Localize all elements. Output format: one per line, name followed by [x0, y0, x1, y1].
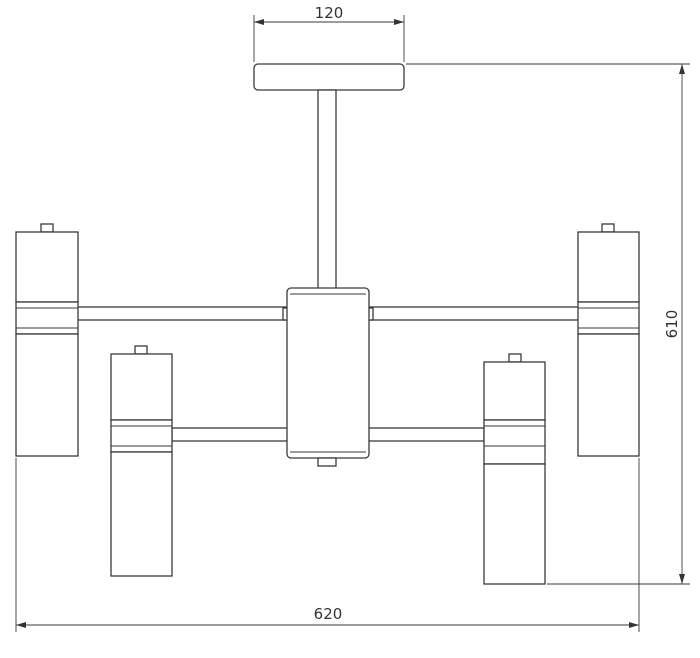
total-height-label: 610	[663, 310, 681, 339]
dimension-canopy-width: 120	[253, 4, 405, 62]
suspension-rod	[317, 89, 337, 291]
central-hub	[286, 287, 370, 467]
total-width-label: 620	[314, 605, 343, 623]
dimension-total-height: 610	[406, 63, 690, 585]
lamp-inner-left	[110, 345, 173, 577]
canopy-width-label: 120	[315, 4, 344, 22]
lamp-inner-right	[483, 353, 546, 585]
ceiling-canopy	[253, 63, 405, 91]
lamp-outer-right	[577, 223, 640, 457]
dimension-total-width: 620	[15, 458, 640, 632]
lamp-outer-left	[15, 223, 79, 457]
